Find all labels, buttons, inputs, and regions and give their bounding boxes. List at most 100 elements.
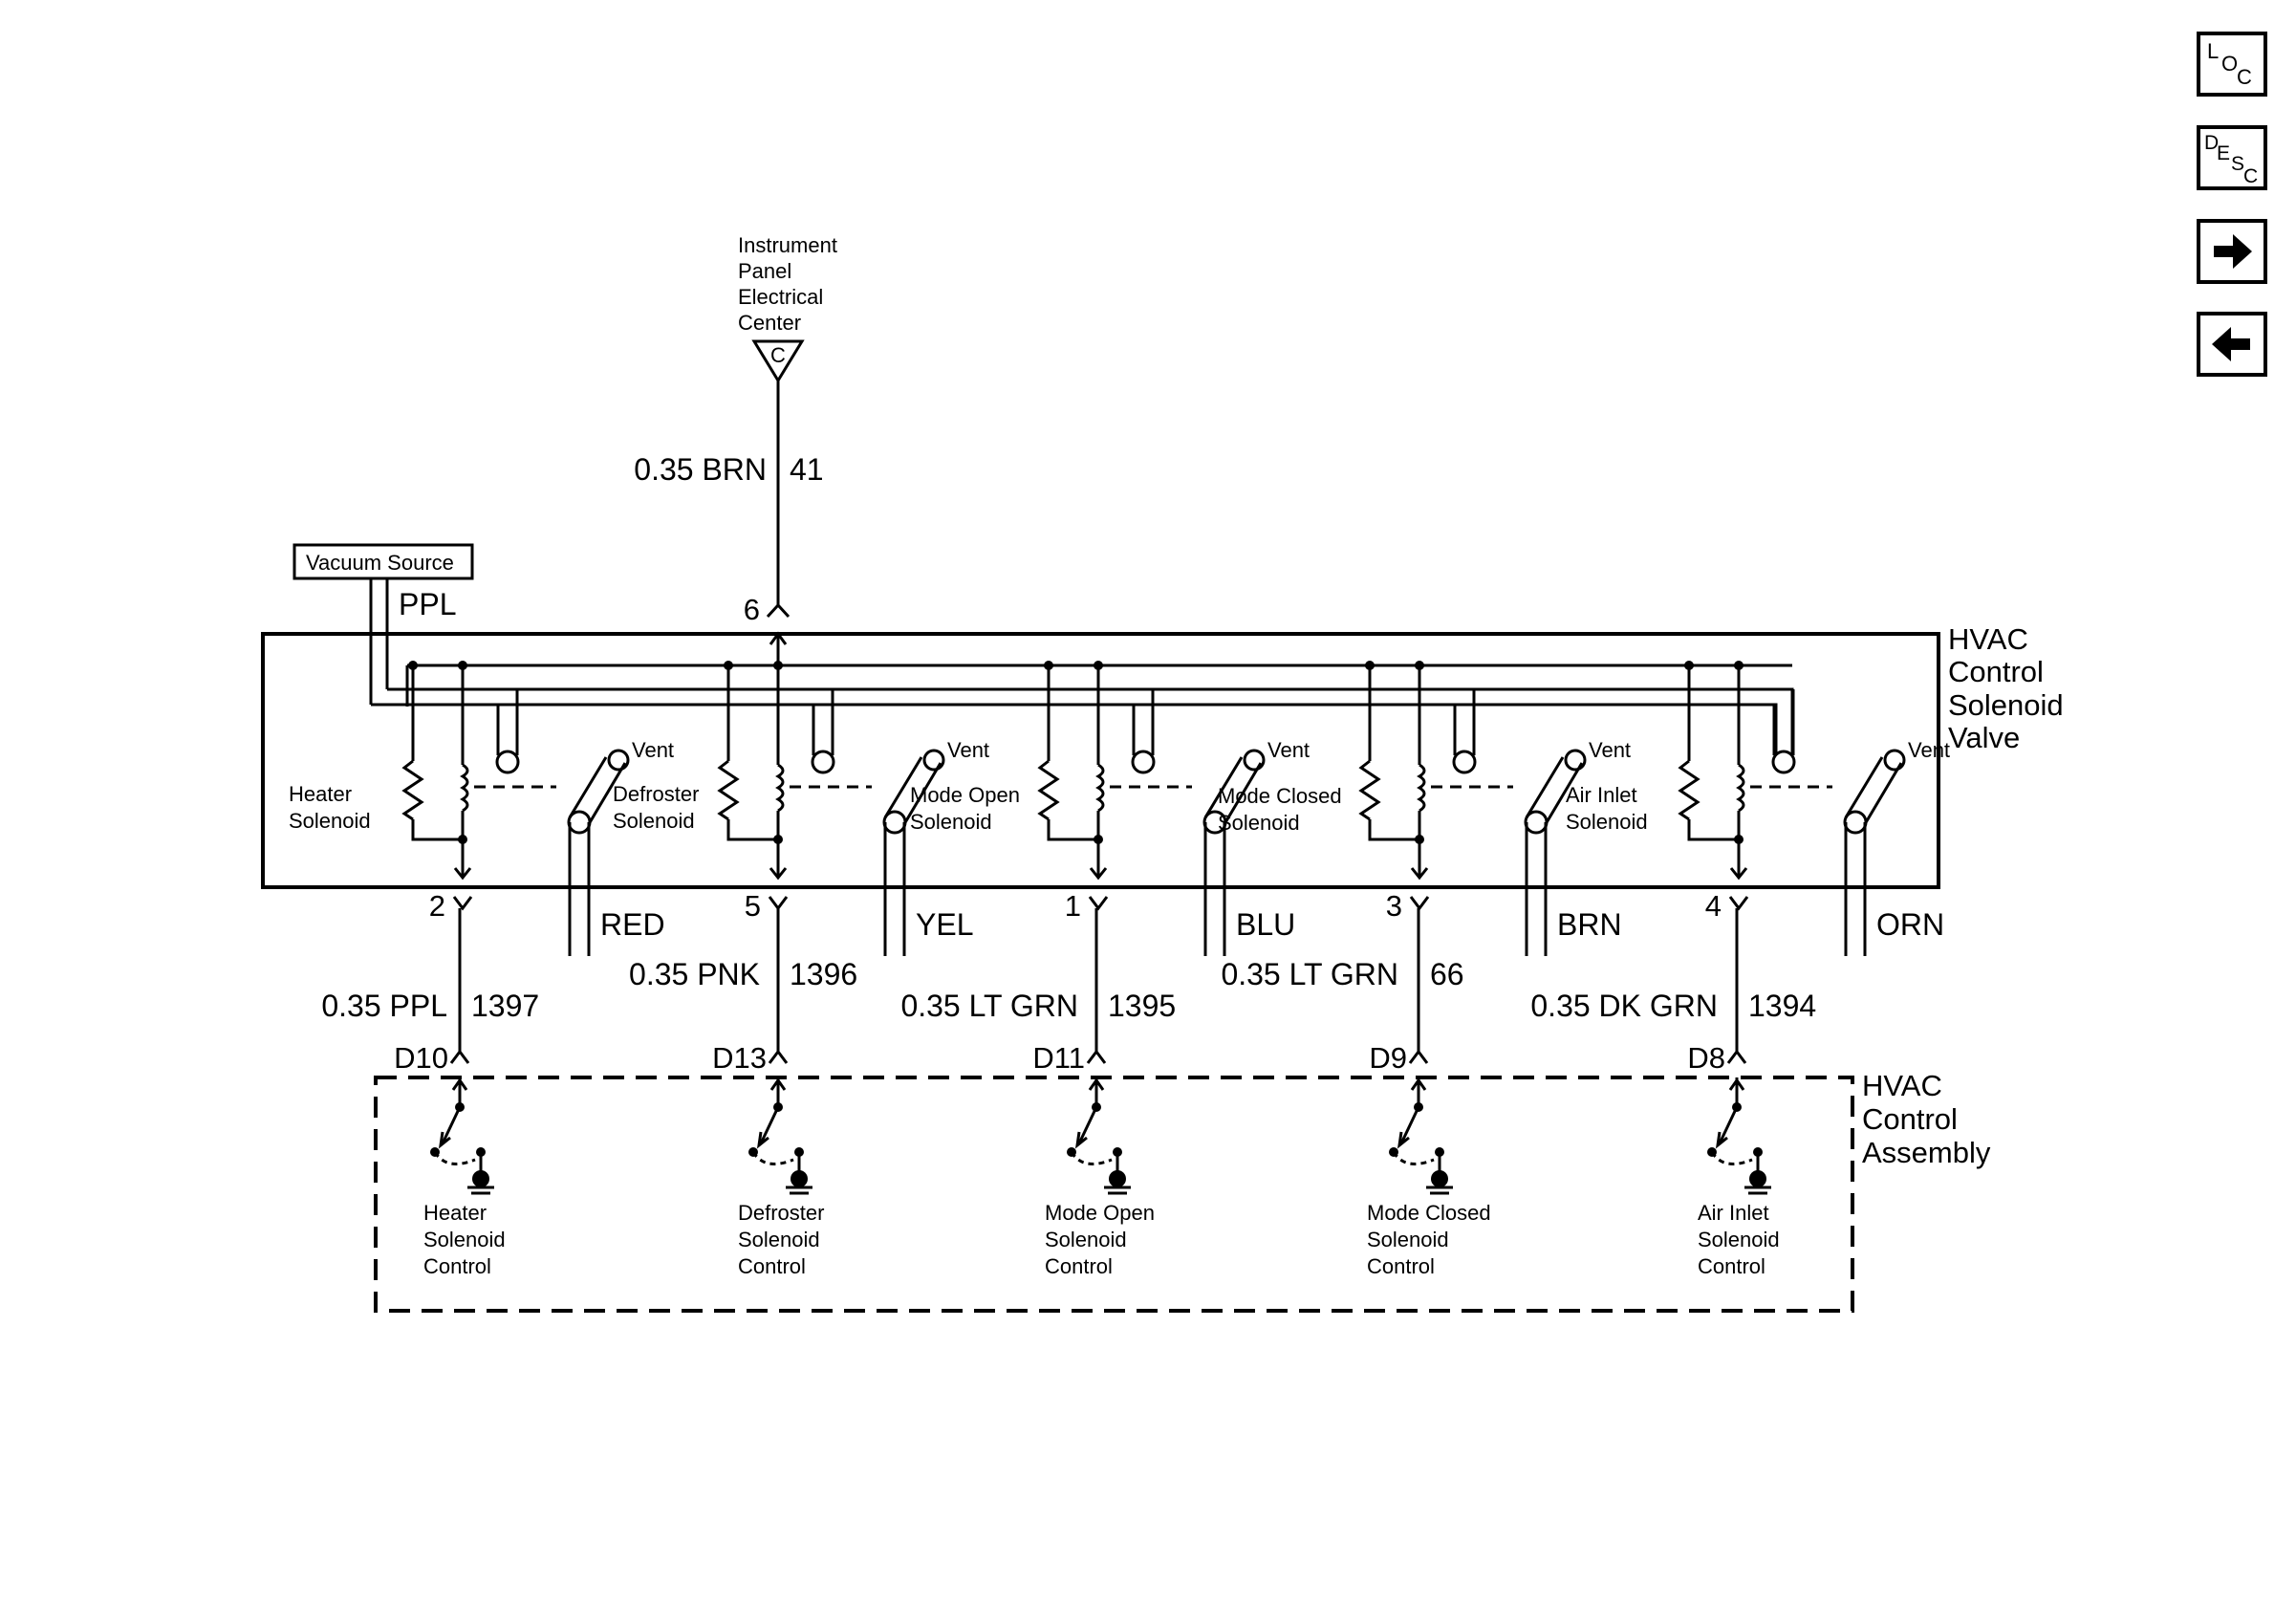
valve-flapper	[1203, 756, 1244, 818]
pin-number: 5	[745, 889, 761, 923]
solenoid-label-line-1: Mode Closed	[1218, 784, 1342, 808]
connector-pin-icon	[452, 896, 473, 911]
control-label-line-1: Mode Closed	[1367, 1201, 1491, 1225]
valve-flapper	[568, 756, 608, 818]
control-label-line-2: Solenoid	[738, 1228, 820, 1251]
ipec-label-line-3: Electrical	[738, 285, 823, 309]
assembly-title-line-1: HVAC	[1862, 1069, 1942, 1102]
vent-label: Vent	[632, 738, 674, 762]
junction-dot	[458, 661, 467, 670]
junction-dot	[1734, 661, 1744, 670]
solenoid-label-line-1: Heater	[289, 782, 352, 806]
vent-port	[1243, 749, 1266, 772]
arrow-right-icon	[2214, 234, 2252, 269]
arrow-left-icon	[2212, 327, 2250, 361]
control-label-line-2: Solenoid	[423, 1228, 506, 1251]
resistor-icon	[1678, 759, 1700, 821]
hvac-control-assembly-box	[374, 1076, 1854, 1313]
vent-label: Vent	[1589, 738, 1631, 762]
pin-number: 1	[1065, 889, 1081, 923]
vent-port	[1883, 749, 1906, 772]
junction-dot	[1415, 661, 1424, 670]
terminal-label: D8	[1687, 1041, 1725, 1075]
loc-button[interactable]: L O C	[2197, 32, 2267, 97]
connector-terminal-icon	[1726, 1049, 1747, 1064]
ipec-connector-letter: C	[770, 343, 786, 367]
solenoid-label-line-1: Mode Open	[910, 783, 1020, 807]
solenoid-label-line-2: Solenoid	[910, 810, 992, 834]
vacuum-port	[1131, 750, 1156, 774]
back-button[interactable]	[2197, 312, 2267, 377]
feed-circuit-number: 41	[790, 452, 824, 487]
connector-terminal-icon	[1408, 1049, 1429, 1064]
ground-icon	[1109, 1170, 1126, 1187]
terminal-label: D13	[712, 1041, 767, 1075]
vacuum-source-box	[292, 543, 474, 580]
valve-title-line-4: Valve	[1948, 721, 2020, 754]
control-switch	[1718, 1106, 1739, 1144]
wire-color-label: 0.35 LT GRN	[900, 989, 1078, 1023]
connector-pin-icon	[1409, 896, 1430, 911]
vent-port	[922, 749, 945, 772]
wire-color-label: 0.35 DK GRN	[1530, 989, 1718, 1023]
desc-icon: D E S C	[2204, 132, 2258, 186]
connector-pin-icon	[768, 896, 789, 911]
circuit-number-label: 66	[1430, 957, 1464, 991]
vacuum-port	[1452, 750, 1477, 774]
desc-button[interactable]: D E S C	[2197, 125, 2267, 190]
assembly-title-line-3: Assembly	[1862, 1136, 1991, 1169]
solenoid-label-line-2: Solenoid	[1566, 810, 1648, 834]
solenoid-coil-icon	[1736, 763, 1745, 813]
circuit-number-label: 1397	[471, 989, 539, 1023]
junction-dot	[773, 661, 783, 670]
hose-color-label: ORN	[1876, 907, 1944, 942]
resistor-icon	[1358, 759, 1381, 821]
valve-flapper	[1525, 756, 1565, 818]
forward-button[interactable]	[2197, 219, 2267, 284]
hose-color-label: BLU	[1236, 907, 1295, 942]
ipec-label-line-1: Instrument	[738, 233, 837, 257]
control-label-line-1: Defroster	[738, 1201, 824, 1225]
vent-port	[1564, 749, 1587, 772]
hose-color-label: YEL	[916, 907, 973, 942]
junction-dot	[773, 835, 783, 844]
solenoid-coil-icon	[775, 763, 785, 813]
hvac-control-solenoid-valve-box	[261, 632, 1940, 889]
svg-text:C: C	[2243, 165, 2258, 186]
control-label-line-3: Control	[738, 1254, 806, 1278]
vent-label: Vent	[947, 738, 989, 762]
feed-pin-number: 6	[744, 593, 760, 626]
circuit-number-label: 1394	[1748, 989, 1816, 1023]
vacuum-manifold-inner	[371, 703, 1778, 753]
feed-wire-color: 0.35 BRN	[634, 452, 767, 487]
control-label-line-1: Mode Open	[1045, 1201, 1155, 1225]
ground-icon	[472, 1170, 489, 1187]
ground-icon	[1749, 1170, 1766, 1187]
pin-number: 3	[1386, 889, 1402, 923]
svg-text:D: D	[2204, 132, 2219, 154]
wire-color-label: 0.35 LT GRN	[1221, 957, 1398, 991]
junction-dot	[1415, 835, 1424, 844]
terminal-label: D9	[1369, 1041, 1407, 1075]
connector-pin-icon	[1728, 896, 1749, 911]
circuit-number-label: 1395	[1108, 989, 1176, 1023]
control-label-line-2: Solenoid	[1045, 1228, 1127, 1251]
assembly-title-line-2: Control	[1862, 1102, 1958, 1136]
connector-terminal-icon	[768, 1049, 789, 1064]
solenoid-coil-icon	[1095, 763, 1105, 813]
solenoid-label-line-2: Solenoid	[1218, 811, 1300, 835]
connector-pin-icon	[1088, 896, 1109, 911]
junction-dot	[1094, 661, 1103, 670]
vacuum-port	[811, 750, 835, 774]
solenoid-label-line-2: Solenoid	[289, 809, 371, 833]
valve-title-line-1: HVAC	[1948, 622, 2028, 656]
svg-text:E: E	[2217, 142, 2230, 164]
svg-text:O: O	[2221, 52, 2238, 76]
solenoid-coil-icon	[460, 763, 469, 813]
vent-port	[607, 749, 630, 772]
control-switch	[1399, 1106, 1420, 1144]
junction-dot	[1734, 835, 1744, 844]
hose-color-label: BRN	[1557, 907, 1622, 942]
control-label-line-2: Solenoid	[1367, 1228, 1449, 1251]
